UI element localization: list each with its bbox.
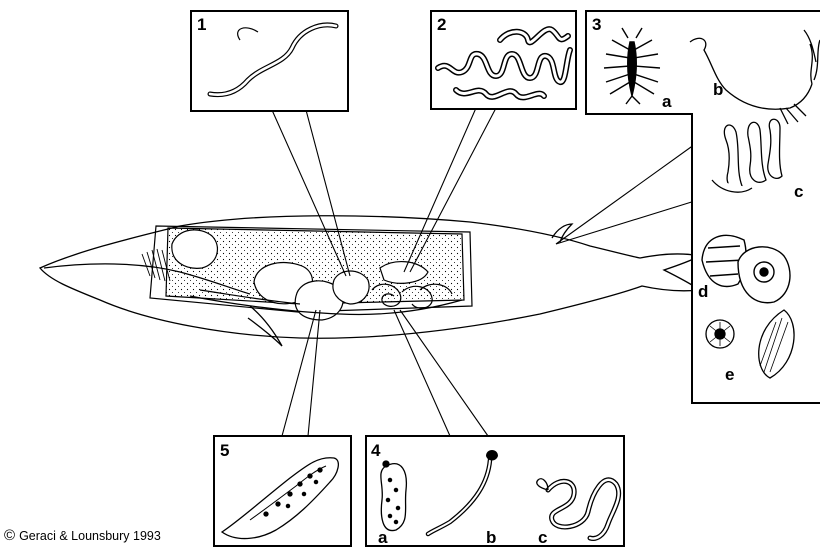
copyright-symbol: © [4, 527, 15, 544]
panel-3-label-c: c [794, 182, 803, 201]
pointer-panel-4 [394, 310, 488, 436]
panel-5-number: 5 [220, 441, 229, 460]
panel-2: 2 [431, 11, 576, 109]
panel-1-number: 1 [197, 15, 206, 34]
pointer-panel-3 [556, 142, 698, 244]
credit-text: Geraci & Lounsbury 1993 [19, 529, 161, 543]
panel-3-label-d: d [698, 282, 708, 301]
whale-body-cavity [142, 226, 472, 320]
panel-4-number: 4 [371, 441, 381, 460]
head-hatching [142, 249, 170, 281]
pointer-panel-5 [282, 310, 320, 436]
trematode-fluke [381, 461, 407, 531]
panel-4-label-c: c [538, 528, 547, 547]
whale-flipper [248, 306, 282, 346]
panel-2-number: 2 [437, 15, 446, 34]
panel-3-label-b: b [713, 80, 723, 99]
panel-5: 5 [214, 436, 351, 546]
panel-1: 1 [191, 11, 348, 111]
panel-3-label-a: a [662, 92, 672, 111]
panel-4-label-a: a [378, 528, 388, 547]
panel-3: 3 a b c d [586, 11, 820, 403]
copyright-credit: © Geraci & Lounsbury 1993 [4, 527, 161, 544]
panel-3-label-e: e [725, 365, 734, 384]
whale-liver [333, 271, 369, 304]
whale-skull [172, 230, 218, 268]
panel-4-label-b: b [486, 528, 496, 547]
panel-4: 4 a b c [366, 436, 624, 547]
panel-3-number: 3 [592, 15, 601, 34]
